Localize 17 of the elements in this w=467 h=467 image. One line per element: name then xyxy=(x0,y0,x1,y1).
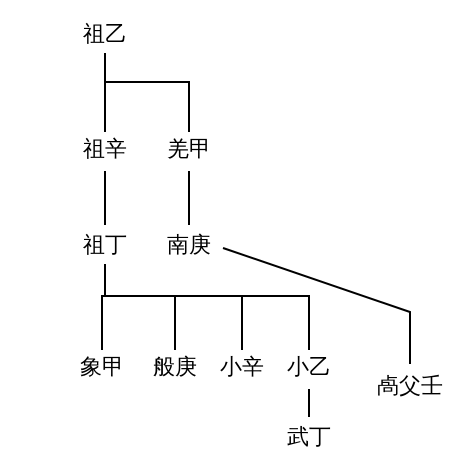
lineage-line xyxy=(104,171,106,225)
name-label: 祖乙 xyxy=(77,20,133,50)
name-label: 小辛 xyxy=(214,353,270,383)
name-label: 南庚 xyxy=(161,231,217,261)
lineage-line xyxy=(104,264,310,350)
lineage-line xyxy=(188,171,190,225)
name-label: 武丁 xyxy=(281,423,337,453)
lineage-line xyxy=(308,389,310,417)
lineage-line xyxy=(104,53,190,132)
name-label: 般庚 xyxy=(147,353,203,383)
name-label: 象甲 xyxy=(74,353,130,383)
name-label: 祖丁 xyxy=(77,231,133,261)
name-label: 卨父壬 xyxy=(368,372,452,402)
name-label: 小乙 xyxy=(281,353,337,383)
name-label: 祖辛 xyxy=(77,135,133,165)
name-label: 羌甲 xyxy=(161,135,217,165)
lineage-line xyxy=(222,247,411,364)
